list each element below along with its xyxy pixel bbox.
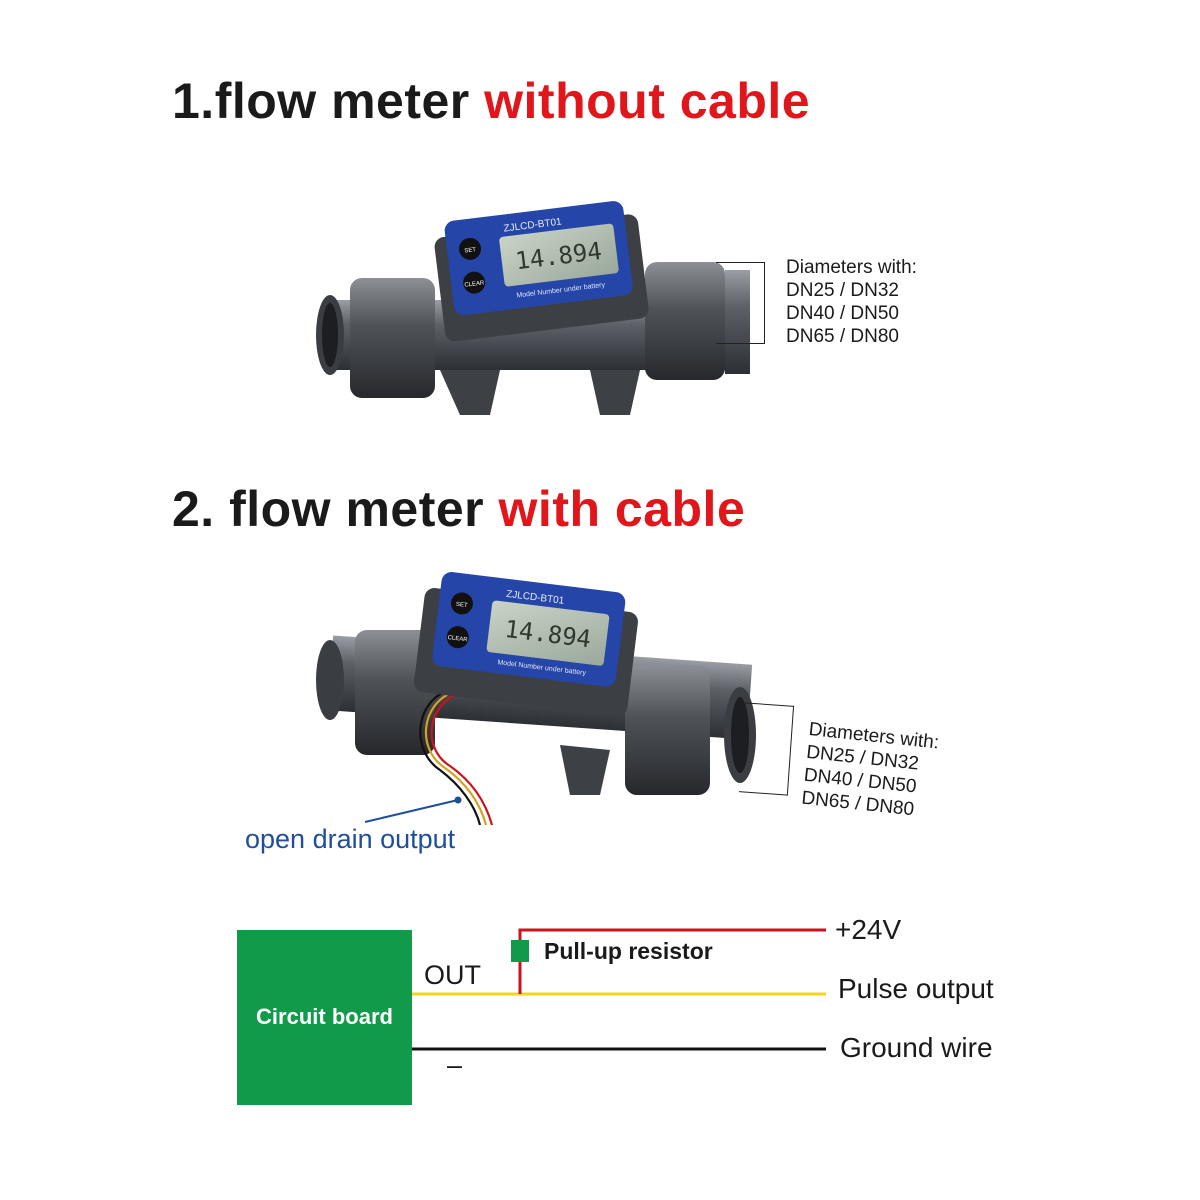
pulse-output-label: Pulse output	[838, 973, 994, 1004]
clear-button[interactable]	[446, 625, 471, 650]
lcd-screen	[499, 223, 619, 287]
heading-1-prefix: 1.flow meter	[172, 73, 485, 129]
minus-label: –	[447, 1050, 463, 1080]
diameters-line-3: DN65 / DN80	[786, 326, 899, 347]
pull-up-resistor-label: Pull-up resistor	[544, 938, 713, 964]
open-drain-output-label: open drain output	[245, 824, 456, 854]
flow-meter-photo-with-cable: ZJLCD-BT01 14.894 SET CLEAR Model Number…	[316, 571, 756, 826]
heading-1-highlight: without cable	[484, 73, 811, 129]
flow-meter-photo-without-cable: ZJLCD-BT01 14.894 SET CLEAR Model Number…	[316, 201, 750, 415]
heading-with-cable: 2. flow meter with cable	[172, 480, 745, 538]
heading-2-highlight: with cable	[498, 481, 746, 537]
clear-button-label: CLEAR	[447, 635, 468, 643]
diameters-label-1: Diameters with: DN25 / DN32 DN40 / DN50 …	[786, 256, 917, 348]
circuit-board-box	[237, 930, 412, 1105]
lcd-housing: ZJLCD-BT01 14.894 SET CLEAR Model Number…	[434, 201, 649, 342]
cable	[419, 688, 494, 826]
diameters-line-1: DN25 / DN32	[786, 280, 899, 301]
out-label: OUT	[424, 960, 481, 990]
clear-button[interactable]	[462, 270, 487, 295]
pull-up-resistor	[511, 940, 529, 962]
set-button[interactable]	[450, 591, 475, 616]
heading-without-cable: 1.flow meter without cable	[172, 72, 810, 130]
clear-button-label: CLEAR	[464, 280, 485, 288]
set-button-label: SET	[464, 247, 477, 254]
plus-24v-wire	[518, 928, 826, 994]
plus-24v-label: +24V	[835, 914, 902, 945]
circuit-board-label: Circuit board	[256, 1004, 393, 1029]
set-button[interactable]	[458, 237, 483, 262]
drain-pointer-line	[364, 799, 459, 823]
diameters-title: Diameters with:	[786, 257, 917, 278]
set-button-label: SET	[456, 602, 469, 609]
diameter-bracket-1	[716, 262, 765, 344]
lcd-housing: ZJLCD-BT01 14.894 SET CLEAR Model Number…	[414, 571, 638, 717]
drain-pointer-dot	[454, 796, 462, 804]
diameters-line-2: DN40 / DN50	[786, 303, 899, 324]
heading-2-prefix: 2. flow meter	[172, 481, 499, 537]
ground-wire-label: Ground wire	[840, 1032, 993, 1063]
lcd-screen	[486, 600, 610, 666]
pipe-body	[316, 262, 750, 415]
